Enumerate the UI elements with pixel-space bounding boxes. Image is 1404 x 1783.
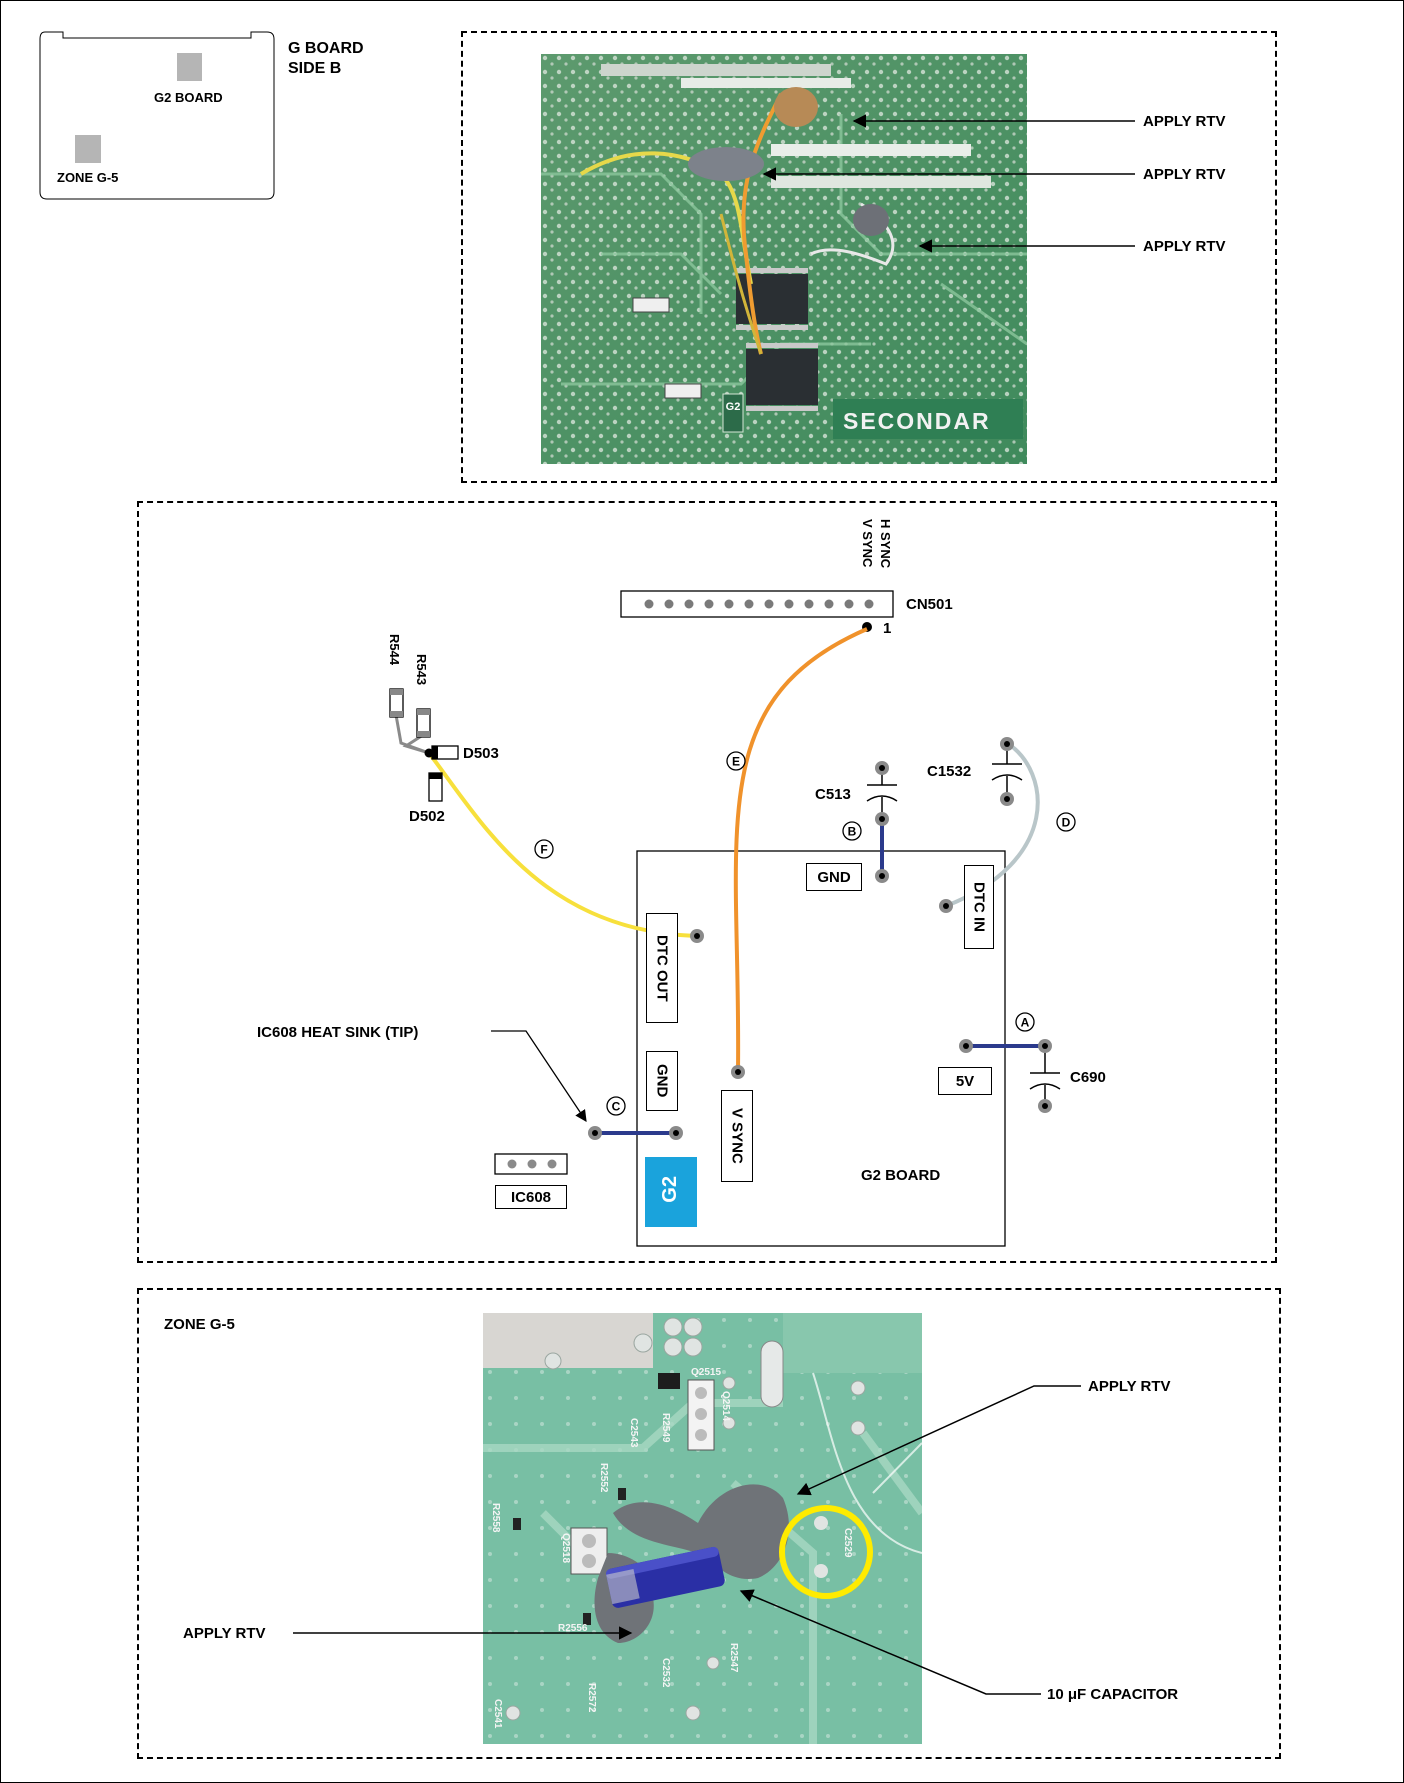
g2-badge-text: G2 [659, 1176, 681, 1203]
zone-callout-top: APPLY RTV [1088, 1378, 1171, 1395]
silk-r2547: R2547 [728, 1643, 739, 1673]
pad-dtc-in: DTC IN [964, 865, 994, 949]
silk-c2541: C2541 [492, 1699, 503, 1729]
zone-title: ZONE G-5 [164, 1316, 235, 1333]
silk-c2543: C2543 [628, 1418, 639, 1448]
top-callout-3: APPLY RTV [1143, 238, 1226, 255]
circle-f [534, 839, 554, 859]
r544-label: R544 [387, 634, 402, 666]
pad-dtc-out: DTC OUT [646, 913, 678, 1023]
silk-r2549: R2549 [660, 1413, 671, 1443]
heat-sink-label: IC608 HEAT SINK (TIP) [257, 1024, 419, 1041]
zone-highlight-circle [779, 1505, 873, 1599]
silk-r2552: R2552 [598, 1463, 609, 1493]
circle-b-label: B [848, 825, 857, 839]
circle-e-label: E [732, 755, 740, 769]
zone-10uf-capacitor [605, 1546, 725, 1608]
board-title-line1: G BOARD [288, 40, 364, 57]
wire-f-yellow [427, 751, 697, 938]
silk-q2518: Q2518 [560, 1533, 571, 1563]
resistor-diode-cluster [389, 688, 459, 802]
circle-e [726, 751, 746, 771]
photo-rtv-blob-2 [688, 147, 764, 181]
zone-photo-panel [137, 1288, 1281, 1759]
circle-b [842, 821, 862, 841]
zone-board-photo: C2543 R2549 Q2515 Q2514 R2558 R2552 Q251… [483, 1313, 922, 1744]
photo-rtv-blob-1 [774, 87, 818, 127]
locator-outline [39, 31, 275, 200]
top-photo-illustration: G2 SECONDAR [541, 54, 1027, 464]
silk-r2572: R2572 [586, 1683, 597, 1713]
zone-photo-illustration: C2543 R2549 Q2515 Q2514 R2558 R2552 Q251… [483, 1313, 922, 1744]
circle-a [1015, 1012, 1035, 1032]
ic608-label: IC608 [495, 1185, 567, 1209]
zone-callout-capacitor: 10 μF CAPACITOR [1047, 1686, 1179, 1703]
pads [588, 737, 1052, 1140]
pin-label-v-sync: V SYNC [860, 519, 875, 568]
locator-g2-label: G2 BOARD [154, 90, 223, 105]
g2-board-label: G2 BOARD [861, 1167, 941, 1184]
c690-label: C690 [1070, 1069, 1106, 1086]
cn501-label: CN501 [906, 596, 953, 613]
photo-g2-tag: G2 [726, 401, 741, 413]
d503-label: D503 [463, 745, 499, 762]
board-title-line2: SIDE B [288, 60, 342, 77]
c513-capacitor [866, 768, 898, 816]
r543-label: R543 [414, 654, 429, 686]
photo-silk-secondar: SECONDAR [843, 408, 991, 434]
silk-c2532: C2532 [660, 1658, 671, 1688]
photo-rtv-blob-3 [853, 204, 889, 236]
locator-g2-marker [177, 53, 202, 81]
silk-r2558: R2558 [490, 1503, 501, 1533]
circle-c-label: C [612, 1100, 621, 1114]
wire-e-orange [733, 627, 868, 1072]
cn501-pin1-label: 1 [883, 620, 892, 637]
silk-c2529: C2529 [842, 1528, 853, 1558]
top-callout-2: APPLY RTV [1143, 166, 1226, 183]
pad-5v: 5V [938, 1067, 992, 1095]
d502-label: D502 [409, 808, 445, 825]
silk-r2556: R2556 [558, 1623, 588, 1634]
zone-rtv-upper [613, 1484, 789, 1579]
silk-q2515: Q2515 [691, 1367, 721, 1378]
silk-q2514: Q2514 [720, 1391, 731, 1421]
circle-c [606, 1096, 626, 1116]
locator-zone-marker [75, 135, 101, 163]
circle-d [1056, 812, 1076, 832]
board-locator: G2 BOARD ZONE G-5 [39, 31, 279, 201]
c513-label: C513 [815, 786, 851, 803]
top-callout-lines [762, 114, 1135, 253]
pad-gnd-top: GND [806, 863, 862, 891]
circle-f-label: F [540, 843, 547, 857]
pad-gnd-left: GND [646, 1051, 678, 1111]
circle-a-label: A [1021, 1016, 1030, 1030]
zone-callout-lines [293, 1385, 1081, 1695]
cn501-pins [644, 599, 874, 609]
c690-capacitor [1029, 1048, 1061, 1104]
g2-board-outline [636, 850, 1006, 1247]
schematic-panel [137, 501, 1277, 1263]
circle-d-label: D [1062, 816, 1071, 830]
g2-badge [645, 1157, 697, 1227]
wiring-schematic: A B C D E F [389, 590, 1076, 1247]
c1532-label: C1532 [927, 763, 972, 780]
pin-label-h-sync: H SYNC [878, 519, 893, 569]
pad-v-sync: V SYNC [721, 1090, 753, 1182]
top-board-photo: G2 SECONDAR [541, 54, 1027, 464]
zone-callout-left: APPLY RTV [183, 1625, 266, 1642]
locator-zone-label: ZONE G-5 [57, 170, 119, 185]
top-photo-panel [461, 31, 1277, 483]
heat-sink-leader [491, 1030, 587, 1122]
top-callout-1: APPLY RTV [1143, 113, 1226, 130]
photo-ic-lower [746, 349, 818, 405]
